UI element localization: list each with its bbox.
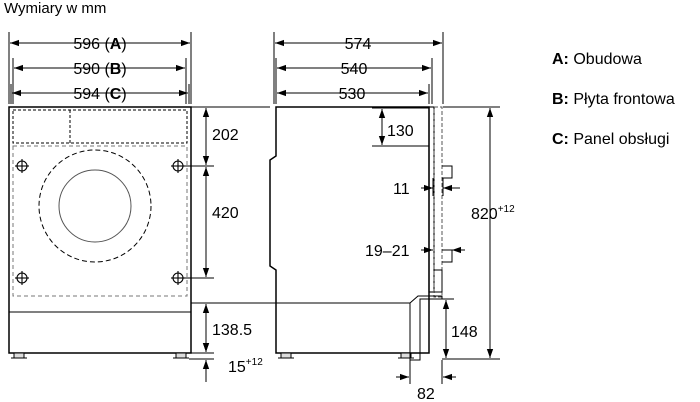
- label-82: 82: [417, 386, 435, 402]
- label-130: 130: [387, 123, 414, 140]
- legend-text-b: Płyta frontowa: [573, 91, 675, 108]
- label-590: 590 (B): [73, 61, 126, 78]
- legend-text-c: Panel obsługi: [573, 131, 670, 148]
- mounting-holes: [15, 159, 185, 285]
- side-view: [269, 32, 500, 384]
- label-15: 15+12: [228, 357, 263, 376]
- label-19-21: 19–21: [365, 243, 410, 260]
- label-11: 11: [393, 181, 410, 198]
- legend-text-a: Obudowa: [573, 51, 642, 68]
- washer-front-body: [8, 106, 192, 354]
- label-138-5: 138.5: [212, 322, 252, 339]
- plinth-profile: [409, 295, 443, 361]
- legend-key-b: B:: [552, 91, 569, 108]
- label-820: 820+12: [471, 204, 515, 223]
- foot-right: [175, 352, 187, 359]
- door-outer: [38, 149, 152, 263]
- label-530: 530: [339, 86, 366, 103]
- label-574: 574: [345, 36, 372, 53]
- label-594: 594 (C): [73, 86, 126, 103]
- label-540: 540: [341, 61, 368, 78]
- foot-left: [13, 352, 25, 359]
- drawing-title: Wymiary w mm: [4, 0, 107, 17]
- label-202: 202: [212, 127, 239, 144]
- legend-item-b: B: Płyta frontowa: [552, 91, 675, 109]
- label-596: 596 (A): [73, 36, 126, 53]
- legend-item-c: C: Panel obsługi: [552, 131, 669, 149]
- control-panel: [12, 109, 188, 144]
- legend-item-a: A: Obudowa: [552, 51, 642, 69]
- front-view: [8, 32, 410, 382]
- washer-side-body: [269, 106, 430, 354]
- door-inner: [58, 169, 132, 243]
- legend-key-c: C:: [552, 131, 569, 148]
- legend-key-a: A:: [552, 51, 569, 68]
- side-dimension-labels: 574 540 530 130 11 19–21 820+12 148 82: [339, 36, 515, 402]
- label-148: 148: [451, 324, 478, 341]
- label-420: 420: [212, 205, 239, 222]
- front-dimension-labels: 596 (A) 590 (B) 594 (C) 202 420 138.5 15…: [73, 36, 263, 376]
